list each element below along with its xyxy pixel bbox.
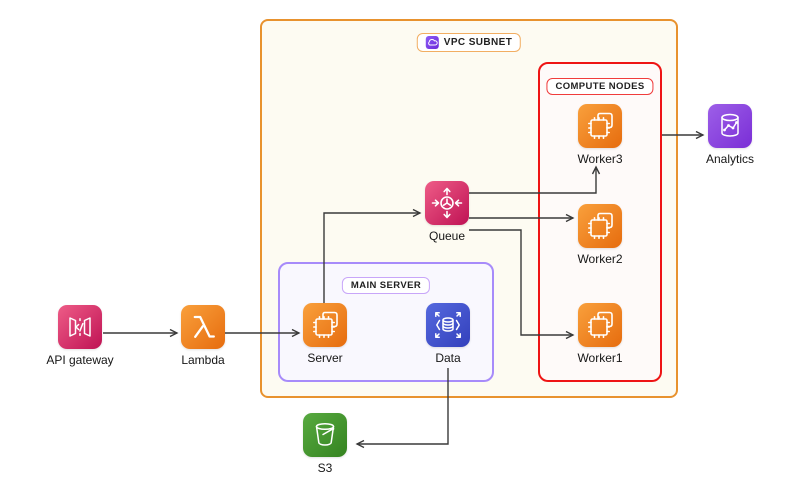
node-label: Worker3 xyxy=(577,152,623,166)
node-worker2[interactable]: Worker2 xyxy=(577,204,623,266)
node-data[interactable]: Data xyxy=(426,303,470,365)
node-worker3[interactable]: Worker3 xyxy=(577,104,623,166)
cloud-icon xyxy=(425,36,439,49)
node-label: API gateway xyxy=(46,353,114,367)
node-label: Lambda xyxy=(181,353,225,367)
lambda-icon xyxy=(181,305,225,349)
node-label: Analytics xyxy=(705,152,755,166)
analytics-icon xyxy=(708,104,752,148)
node-label: Server xyxy=(307,351,343,365)
queue-icon xyxy=(425,181,469,225)
vpc-subnet-label: VPC SUBNET xyxy=(443,37,513,48)
compute-nodes-label: COMPUTE NODES xyxy=(555,81,645,92)
node-server[interactable]: Server xyxy=(303,303,347,365)
node-analytics[interactable]: Analytics xyxy=(706,104,754,166)
worker1-icon xyxy=(578,303,622,347)
node-queue[interactable]: Queue xyxy=(425,181,469,243)
node-label: Queue xyxy=(428,229,466,243)
vpc-subnet-badge: VPC SUBNET xyxy=(416,33,522,52)
node-s3[interactable]: S3 xyxy=(303,413,347,475)
node-label: Worker1 xyxy=(577,351,623,365)
worker2-icon xyxy=(578,204,622,248)
worker3-icon xyxy=(578,104,622,148)
main-server-badge: MAIN SERVER xyxy=(341,277,431,294)
node-label: Worker2 xyxy=(577,252,623,266)
node-label: S3 xyxy=(317,461,333,475)
node-label: Data xyxy=(435,351,461,365)
node-api-gateway[interactable]: API gateway xyxy=(46,305,114,367)
node-worker1[interactable]: Worker1 xyxy=(577,303,623,365)
server-icon xyxy=(303,303,347,347)
data-icon xyxy=(426,303,470,347)
compute-nodes-badge: COMPUTE NODES xyxy=(546,78,654,95)
node-lambda[interactable]: Lambda xyxy=(181,305,225,367)
s3-bucket-icon xyxy=(303,413,347,457)
api-gateway-icon xyxy=(58,305,102,349)
main-server-label: MAIN SERVER xyxy=(350,280,422,291)
